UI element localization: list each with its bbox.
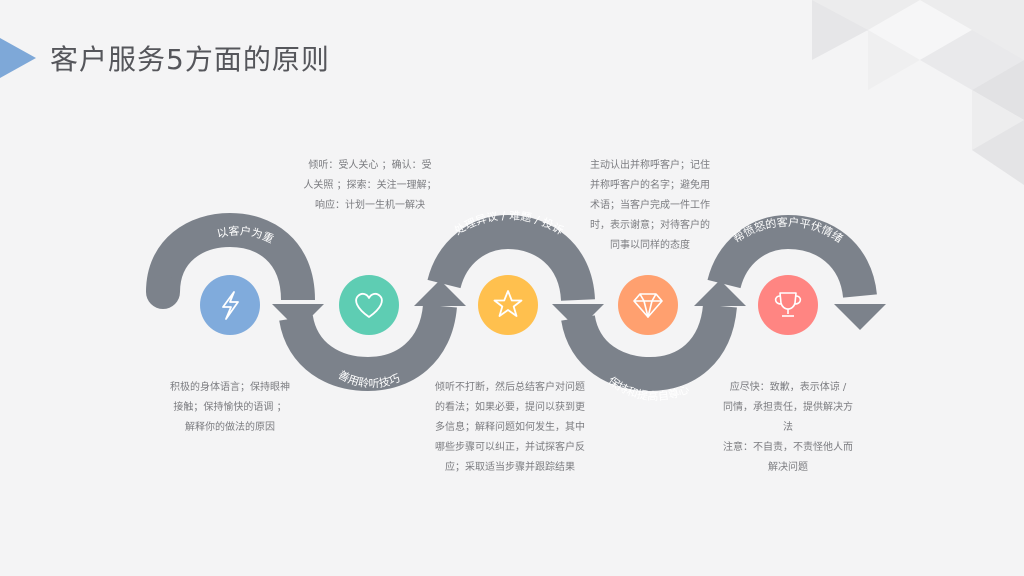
heart-icon [355, 292, 383, 318]
step-circle-2 [339, 275, 399, 335]
step-circle-5 [758, 275, 818, 335]
step-2-description: 倾听：受人关心 ；确认：受 人关照 ；探索：关注一理解； 响应：计划一生机一解决 [303, 160, 437, 211]
arrow-head-end [834, 304, 886, 330]
arrow-segment-4 [561, 303, 737, 392]
trophy-icon [774, 292, 802, 317]
arrow-segment-2 [279, 303, 457, 392]
step-circle-4 [618, 275, 678, 335]
step-5-description: 应尽快：致歉，表示体谅 / 同情，承担责任，提供解决方 法 注意：不自责，不责怪… [723, 382, 853, 473]
star-icon [493, 290, 523, 317]
arrow-segment-5 [707, 214, 877, 299]
step-3-description: 倾听不打断，然后总结客户对问题 的看法；如果必要，提问以获到更 多信息；解释问题… [435, 382, 585, 473]
lightning-icon [222, 291, 239, 320]
title-marker [0, 38, 36, 78]
step-circle-3 [478, 275, 538, 335]
diamond-icon [633, 293, 663, 318]
arrow-segment-3 [427, 214, 595, 302]
step-4-description: 主动认出并称呼客户；记住 并称呼客户的名字；避免用 术语；当客户完成一件工作 时… [590, 160, 710, 251]
step-circle-1 [200, 275, 260, 335]
arrow-heads [272, 280, 886, 330]
arrow-head-up-1 [414, 280, 466, 306]
arrow-start-cap [146, 275, 180, 309]
arrow-head-down-1 [272, 304, 324, 330]
arrow-segment-1 [146, 212, 315, 301]
arrow-head-up-2 [694, 280, 746, 306]
arrow-head-down-2 [552, 304, 604, 330]
s-curve-arrow [146, 212, 877, 392]
step-1-description: 积极的身体语言；保持眼神 接触；保持愉快的语调 ； 解释你的做法的原因 [170, 382, 290, 433]
page-title: 客户服务5方面的原则 [50, 43, 330, 76]
